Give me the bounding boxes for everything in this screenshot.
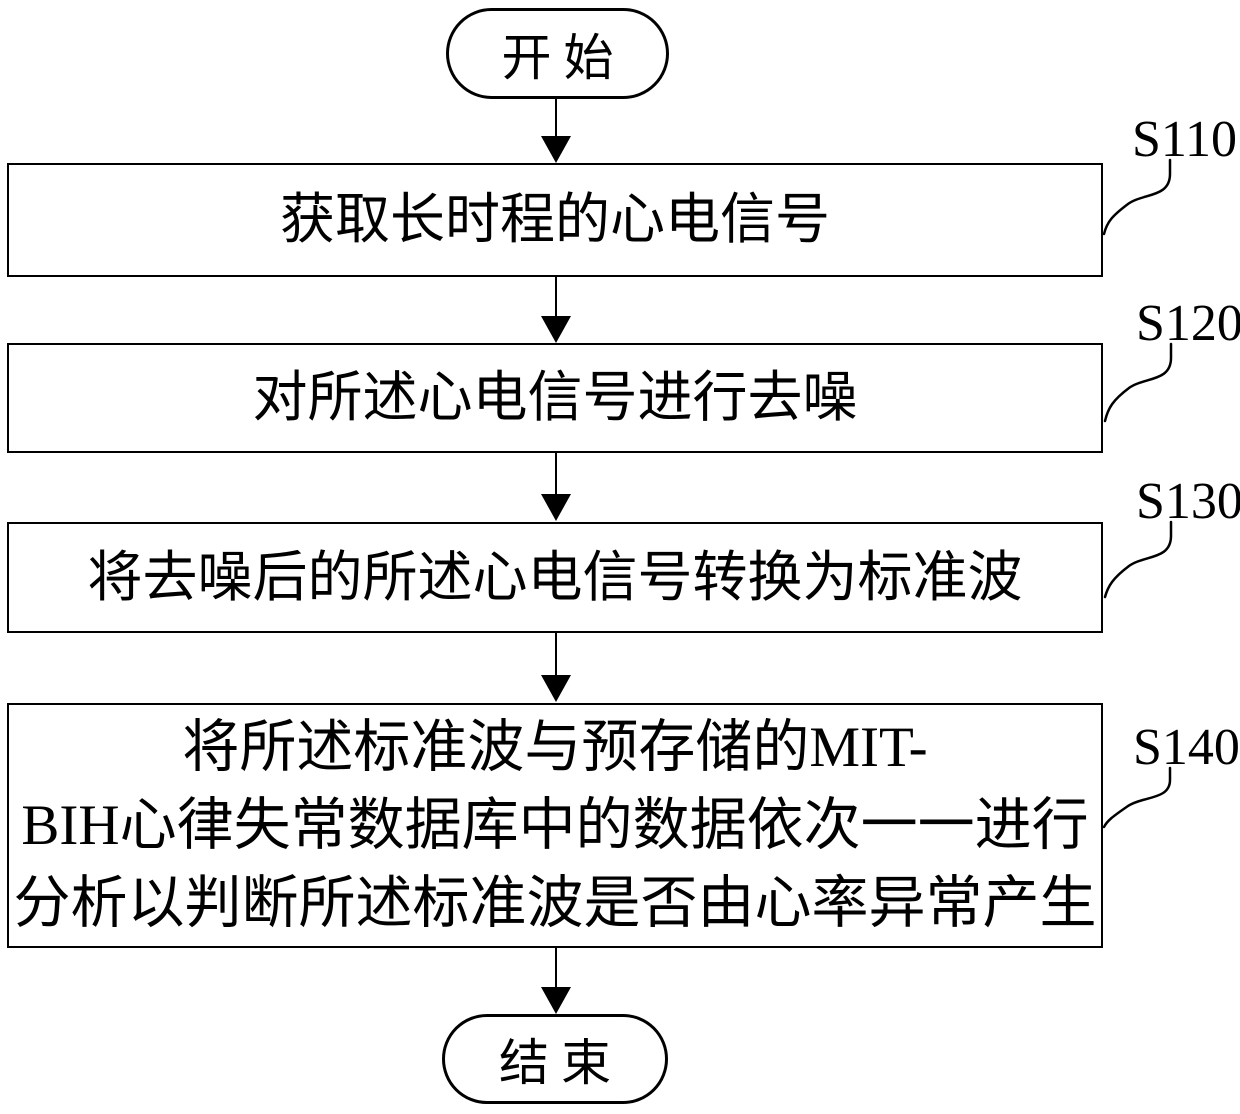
flow-arrow <box>541 633 571 702</box>
terminator-end: 结束 <box>442 1014 668 1104</box>
leader-line-s110 <box>1102 158 1172 236</box>
step-id-label: S140 <box>1133 719 1240 776</box>
flow-arrow <box>541 277 571 343</box>
flow-arrow <box>541 948 571 1014</box>
step-id-label: S120 <box>1136 295 1240 352</box>
process-step-text: 将所述标准波与预存储的MIT- BIH心律失常数据库中的数据依次一一进行 分析以… <box>14 709 1097 943</box>
process-step-denoise: 对所述心电信号进行去噪 <box>7 343 1103 453</box>
start-label: 开始 <box>501 29 626 86</box>
process-step-text-line: 将所述标准波与预存储的MIT- <box>182 715 928 779</box>
process-step-acquire-ecg: 获取长时程的心电信号 <box>7 163 1103 277</box>
step-id-label: S110 <box>1132 111 1237 168</box>
flow-arrow <box>541 99 571 163</box>
flow-arrow <box>541 453 571 521</box>
process-step-convert-standard-wave: 将去噪后的所述心电信号转换为标准波 <box>7 522 1103 633</box>
terminator-start: 开始 <box>446 8 669 99</box>
process-step-text: 将去噪后的所述心电信号转换为标准波 <box>87 546 1023 608</box>
process-step-text: 对所述心电信号进行去噪 <box>252 367 858 428</box>
process-step-text-line: 分析以判断所述标准波是否由心率异常产生 <box>13 871 1097 935</box>
leader-line-s120 <box>1103 342 1173 423</box>
process-step-text: 获取长时程的心电信号 <box>279 189 830 250</box>
leader-line-s130 <box>1103 520 1173 599</box>
step-id-label: S130 <box>1136 473 1240 530</box>
process-step-text-line: BIH心律失常数据库中的数据依次一一进行 <box>21 793 1089 857</box>
end-label: 结束 <box>499 1035 623 1091</box>
process-step-analyze-mit-bih: 将所述标准波与预存储的MIT- BIH心律失常数据库中的数据依次一一进行 分析以… <box>7 703 1103 948</box>
